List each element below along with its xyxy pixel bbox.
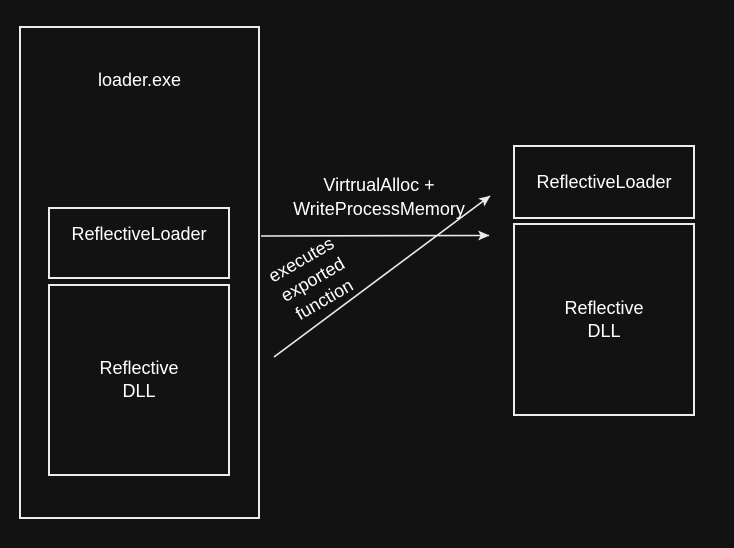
loader-exe-process-box: loader.exe — [19, 26, 260, 519]
loader-exe-title: loader.exe — [97, 70, 182, 90]
target-reflective-dll-section: Reflective DLL — [513, 223, 695, 416]
source-reflectiveloader-section: ReflectiveLoader — [48, 207, 230, 279]
target-reflectiveloader-label: ReflectiveLoader — [536, 171, 672, 192]
source-reflective-dll-label: Reflective DLL — [99, 358, 179, 401]
target-reflectiveloader-section: ReflectiveLoader — [513, 145, 695, 219]
arrow-label-virtualalloc-writeprocessmemory: VirtrualAlloc + WriteProcessMemory — [293, 175, 465, 219]
source-reflectiveloader-label: ReflectiveLoader — [71, 223, 207, 244]
target-reflective-dll-label: Reflective DLL — [564, 297, 644, 341]
source-reflective-dll-section: Reflective DLL — [48, 284, 230, 476]
